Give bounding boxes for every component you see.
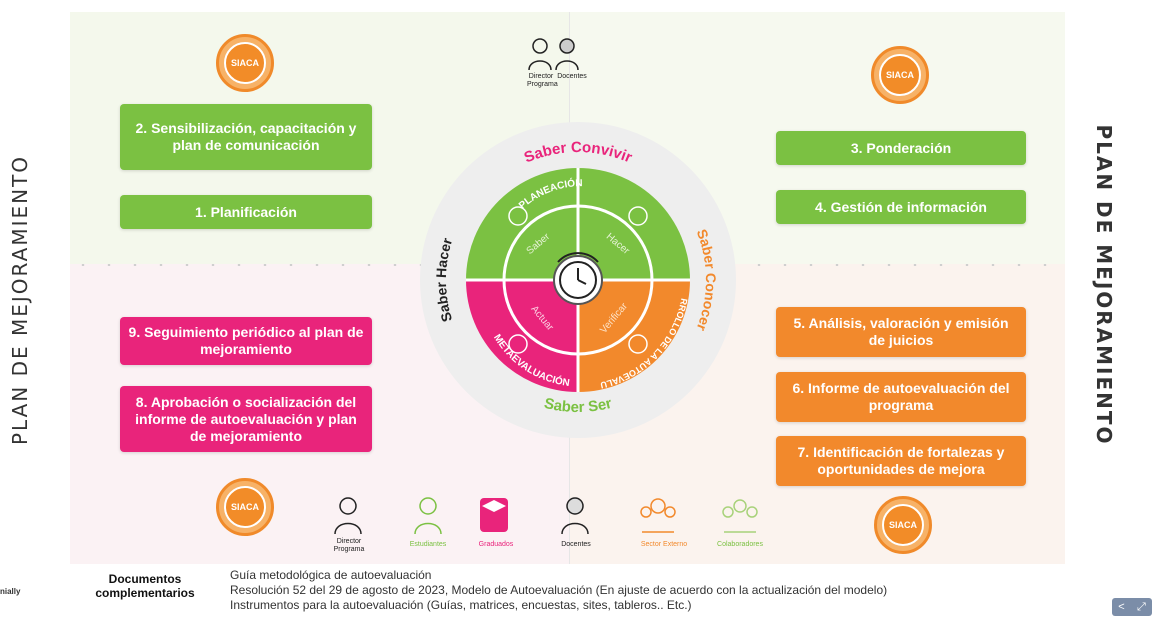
step-7-box: 7. Identificación de fortalezas y oportu…	[776, 436, 1026, 486]
siaca-logo: SIACA	[224, 486, 266, 528]
siaca-badge-top-left: SIACA	[216, 34, 274, 92]
quadrant-tl-icon	[508, 206, 528, 226]
step-6-box: 6. Informe de autoevaluación del program…	[776, 372, 1026, 422]
pdca-wheel: Saber Convivir Saber Ser Saber Hacer Sab…	[420, 122, 736, 438]
bottom-people-icons	[334, 497, 758, 535]
director-icon	[528, 38, 552, 71]
top-people-icons	[528, 38, 579, 71]
side-title-left: PLAN DE MEJORAMIENTO	[8, 154, 32, 446]
documents-label: Documentos complementarios	[95, 572, 195, 600]
inner-circle	[502, 204, 654, 356]
collaborators-icon	[722, 499, 758, 533]
siaca-badge-bottom-left: SIACA	[216, 478, 274, 536]
siaca-badge-bottom-right: SIACA	[874, 496, 932, 554]
student-icon	[414, 497, 442, 535]
quadrant-br-icon	[628, 334, 648, 354]
document-line: Resolución 52 del 29 de agosto de 2023, …	[230, 583, 888, 597]
bottom-label-director: Director Programa	[333, 538, 365, 553]
document-line: Instrumentos para la autoevaluación (Guí…	[230, 598, 692, 612]
ring-label-left: Saber Hacer	[433, 236, 455, 324]
director-icon	[334, 497, 362, 535]
step-4-box: 4. Gestión de información	[776, 190, 1026, 224]
documents-list: Guía metodológica de autoevaluación Reso…	[230, 568, 887, 613]
step-3-box: 3. Ponderación	[776, 131, 1026, 165]
step-1-box: 1. Planificación	[120, 195, 372, 229]
step-8-box: 8. Aprobación o socialización del inform…	[120, 386, 372, 452]
siaca-logo: SIACA	[879, 54, 921, 96]
bottom-label-colaboradores: Colaboradores	[717, 541, 763, 548]
ring-label-bottom: Saber Ser	[542, 395, 613, 416]
docentes-icon	[555, 38, 579, 71]
side-title-right: PLAN DE MEJORAMIENTO	[1092, 124, 1116, 446]
external-sector-icon	[640, 498, 676, 533]
graduate-icon	[480, 498, 508, 532]
step-9-box: 9. Seguimiento periódico al plan de mejo…	[120, 317, 372, 365]
bottom-label-graduados: Graduados	[478, 541, 514, 548]
bottom-label-docentes: Docentes	[561, 541, 591, 548]
share-button[interactable]: <⤢	[1112, 598, 1152, 616]
quadrant-bl-icon	[508, 334, 528, 354]
top-people-label-director: Director Programa	[527, 73, 558, 88]
document-line: Guía metodológica de autoevaluación	[230, 568, 432, 582]
quadrant-tr-icon	[628, 206, 648, 226]
siaca-badge-top-right: SIACA	[871, 46, 929, 104]
step-2-box: 2. Sensibilización, capacitación y plan …	[120, 104, 372, 170]
step-5-box: 5. Análisis, valoración y emisión de jui…	[776, 307, 1026, 357]
bottom-label-sector-externo: Sector Externo	[640, 541, 688, 548]
brand-watermark: nially	[0, 587, 21, 596]
siaca-logo: SIACA	[882, 504, 924, 546]
clock-icon	[553, 252, 603, 305]
bottom-label-estudiantes: Estudiantes	[409, 541, 447, 548]
share-icon: <	[1118, 601, 1125, 613]
expand-icon: ⤢	[1137, 600, 1146, 613]
docentes-icon	[561, 497, 589, 535]
siaca-logo: SIACA	[224, 42, 266, 84]
top-people-label-docentes: Docentes	[557, 73, 587, 80]
